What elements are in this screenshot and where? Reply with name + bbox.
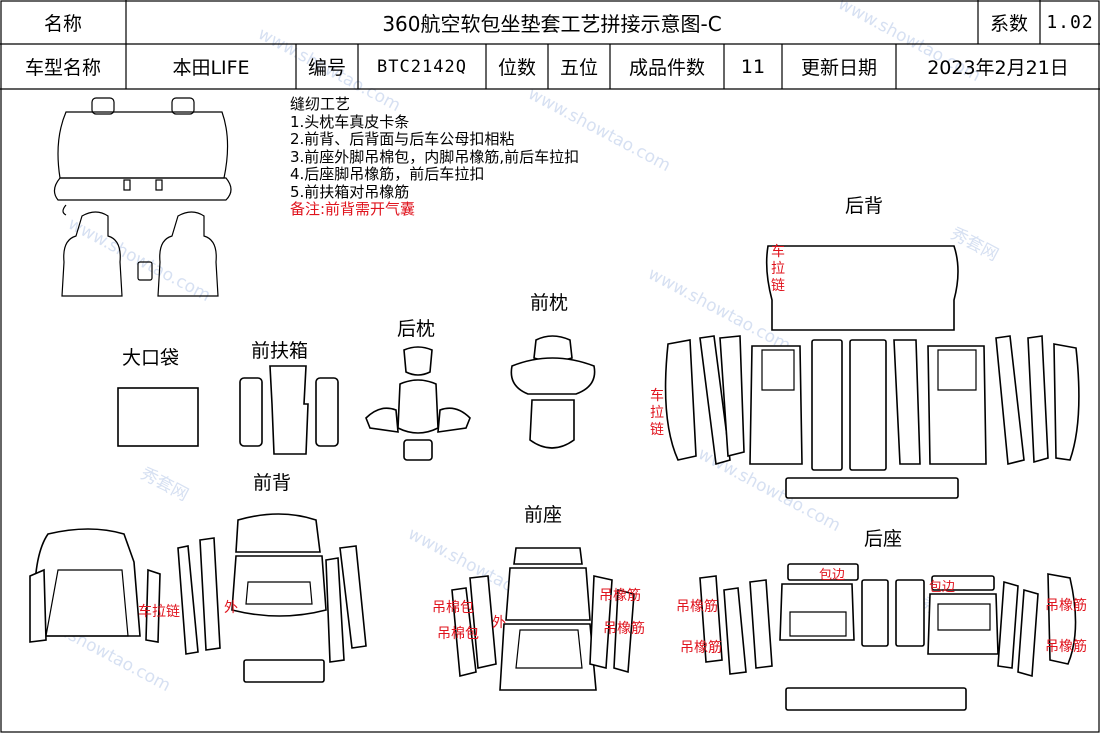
pieces-value: 11 (740, 55, 766, 78)
annotation-binding-1: 包边 (819, 568, 846, 583)
coef-label: 系数 (989, 12, 1028, 35)
annotation-elastic-rear-seat-3: 吊橡筋 (1045, 598, 1087, 614)
label-front-headrest: 前枕 (530, 292, 569, 314)
label-front-seat: 前座 (524, 504, 563, 526)
annotation-binding-2: 包边 (929, 580, 956, 595)
annotation-elastic-rear-seat-4: 吊橡筋 (1045, 639, 1087, 655)
big-pocket-piece (117, 387, 199, 447)
label-rear-seat: 后座 (864, 528, 903, 550)
note-item: 2.前背、后背面与后车公母扣相粘 (290, 130, 515, 148)
annotation-elastic-front-seat-2: 吊橡筋 (603, 621, 645, 637)
name-label: 名称 (43, 12, 82, 35)
label-rear-headrest: 后枕 (397, 318, 436, 340)
seats-value: 五位 (559, 57, 598, 79)
label-front-back: 前背 (253, 472, 292, 494)
code-value: BTC2142Q (377, 56, 467, 77)
note-item: 3.前座外脚吊棉包，内脚吊橡筋,前后车拉扣 (290, 147, 580, 166)
rear-seat-pieces (699, 563, 1077, 711)
note-item: 1.头枕车真皮卡条 (290, 112, 410, 131)
front-seat-pieces (451, 547, 635, 691)
annotation-outer-front-back: 外 (224, 600, 238, 616)
annotation-cotton-bag-2: 吊棉包 (437, 626, 479, 642)
label-big-pocket: 大口袋 (122, 347, 180, 369)
note-item: 5.前扶箱对吊橡筋 (290, 182, 410, 201)
annotation-zipper-front-back: 车拉链 (138, 604, 180, 620)
note-item: 4.后座脚吊橡筋，前后车拉扣 (290, 165, 485, 183)
rear-back-pieces (664, 245, 1080, 499)
annotation-elastic-front-seat-1: 吊橡筋 (599, 588, 641, 604)
coef-value: 1.02 (1046, 11, 1094, 33)
front-headrest-pieces (510, 335, 596, 449)
model-value: 本田LIFE (172, 57, 250, 79)
page-title: 360航空软包坐垫套工艺拼接示意图-C (382, 11, 722, 36)
annotation-outer-front-seat: 外 (492, 615, 506, 631)
annotation-zipper-rear-back: 车拉链 (771, 244, 785, 294)
annotation-elastic-rear-seat-2: 吊橡筋 (680, 640, 722, 656)
annotation-zipper-rear-side: 车拉链 (650, 388, 664, 438)
model-label: 车型名称 (24, 57, 101, 79)
notes-heading: 缝纫工艺 (290, 95, 351, 113)
front-armrest-pieces (239, 365, 339, 455)
label-front-armrest: 前扶箱 (251, 340, 309, 362)
seat-overview (53, 97, 232, 297)
rear-headrest-pieces (365, 346, 471, 461)
annotation-elastic-rear-seat-1: 吊橡筋 (676, 599, 718, 615)
notes-remark: 备注:前背需开气囊 (290, 200, 416, 218)
date-label: 更新日期 (800, 57, 877, 79)
date-value: 2023年2月21日 (927, 57, 1069, 79)
label-rear-back: 后背 (845, 195, 884, 217)
code-label: 编号 (307, 57, 346, 79)
annotation-cotton-bag-1: 吊棉包 (432, 600, 474, 616)
seats-label: 位数 (497, 57, 536, 79)
pieces-label: 成品件数 (628, 57, 705, 79)
sewing-notes: 缝纫工艺 1.头枕车真皮卡条 2.前背、后背面与后车公母扣相粘 3.前座外脚吊棉… (290, 95, 580, 219)
front-back-pieces (29, 513, 367, 683)
